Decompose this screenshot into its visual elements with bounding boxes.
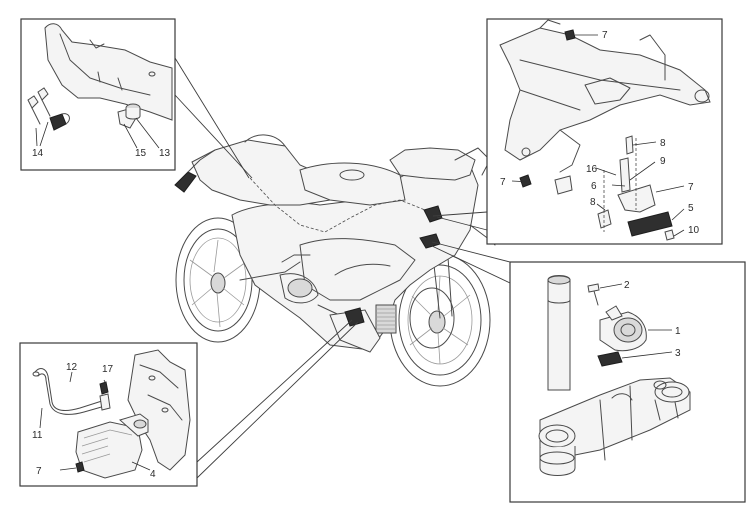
callout-3: 3 [675, 348, 681, 359]
keys [27, 87, 51, 125]
callout-7-bottom-left: 7 [36, 466, 42, 477]
callout-8-top: 8 [660, 138, 666, 149]
callout-17: 17 [102, 364, 114, 375]
callout-9: 9 [660, 156, 666, 167]
callout-15: 15 [135, 148, 147, 159]
callout-2: 2 [624, 280, 630, 291]
inset-tail-lock: 14 15 13 [20, 18, 176, 171]
callout-16: 16 [586, 164, 598, 175]
callout-6: 6 [591, 181, 597, 192]
inset-frame-bracket: 7 8 16 9 6 7 7 8 5 10 [486, 18, 723, 245]
callout-4: 4 [150, 469, 156, 480]
inset-horn: 2 1 3 [509, 261, 746, 503]
callout-12: 12 [66, 362, 78, 373]
connector-lines [174, 57, 511, 479]
callout-10: 10 [688, 225, 700, 236]
windscreen [389, 147, 476, 181]
callout-7-left: 7 [500, 177, 506, 188]
callout-1: 1 [675, 326, 681, 337]
motorcycle-illustration [174, 134, 496, 387]
callout-7-top: 7 [602, 30, 608, 41]
callout-14: 14 [32, 148, 44, 159]
callout-7-right: 7 [688, 182, 694, 193]
callout-13: 13 [159, 148, 171, 159]
radiator-grille [375, 304, 397, 334]
inset-regulator: 12 17 11 7 4 [19, 342, 198, 487]
rear-wheel [175, 217, 261, 343]
callout-11: 11 [32, 430, 43, 441]
callout-5: 5 [688, 203, 694, 214]
voltage-regulator [75, 413, 149, 479]
callout-8-bottom: 8 [590, 197, 596, 208]
